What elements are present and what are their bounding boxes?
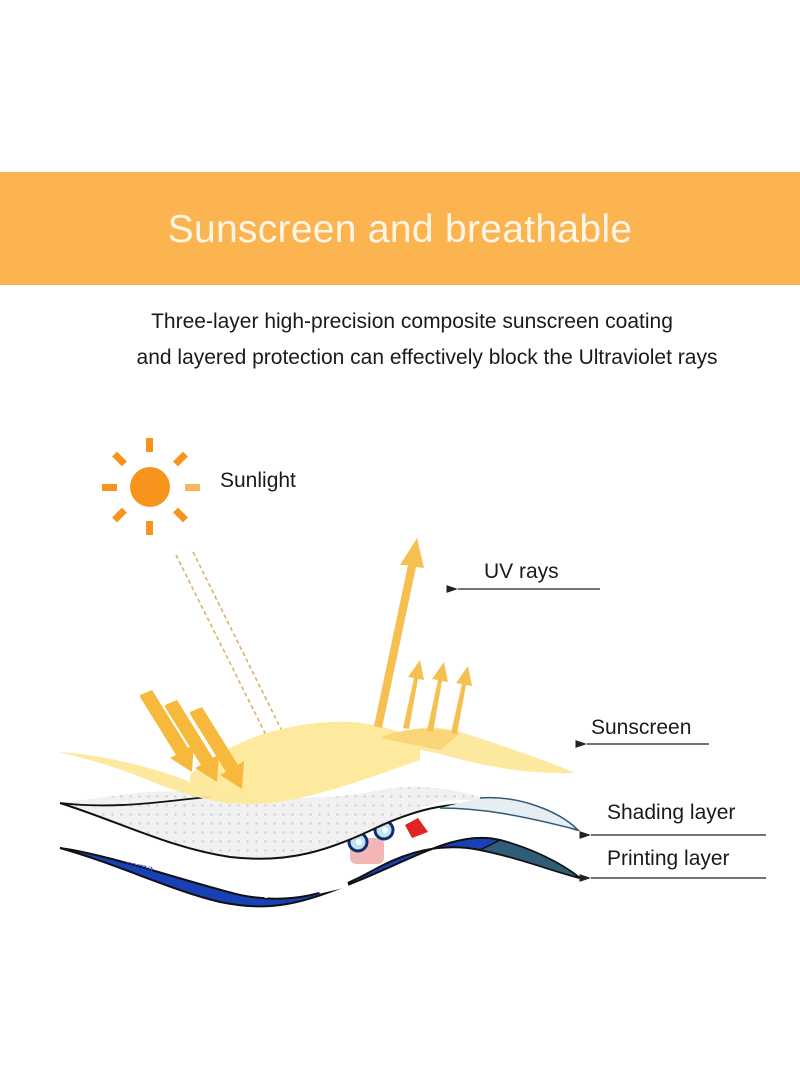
label-leader-lines: [446, 585, 766, 882]
label-printing-layer: Printing layer: [607, 847, 730, 870]
anchor-icon: [253, 867, 279, 898]
label-uv-rays: UV rays: [484, 560, 559, 583]
label-sunscreen: Sunscreen: [591, 716, 692, 739]
svg-text:mma: mma: [124, 857, 155, 878]
sunlight-beams: [175, 551, 284, 736]
label-shading-layer: Shading layer: [607, 801, 736, 824]
shading-layer: [59, 786, 581, 860]
page-title: Sunscreen and breathable: [167, 207, 633, 251]
label-sunlight: Sunlight: [220, 469, 296, 492]
title-banner: Sunscreen and breathable: [0, 172, 800, 285]
incoming-ray-arrows: [140, 690, 244, 789]
sun-icon: [102, 438, 200, 535]
description-line-1: Three-layer high-precision composite sun…: [151, 310, 673, 333]
description-line-2: and layered protection can effectively b…: [136, 346, 718, 369]
sunscreen-layer: [58, 721, 575, 805]
reflected-uv-arrows: [374, 538, 472, 734]
